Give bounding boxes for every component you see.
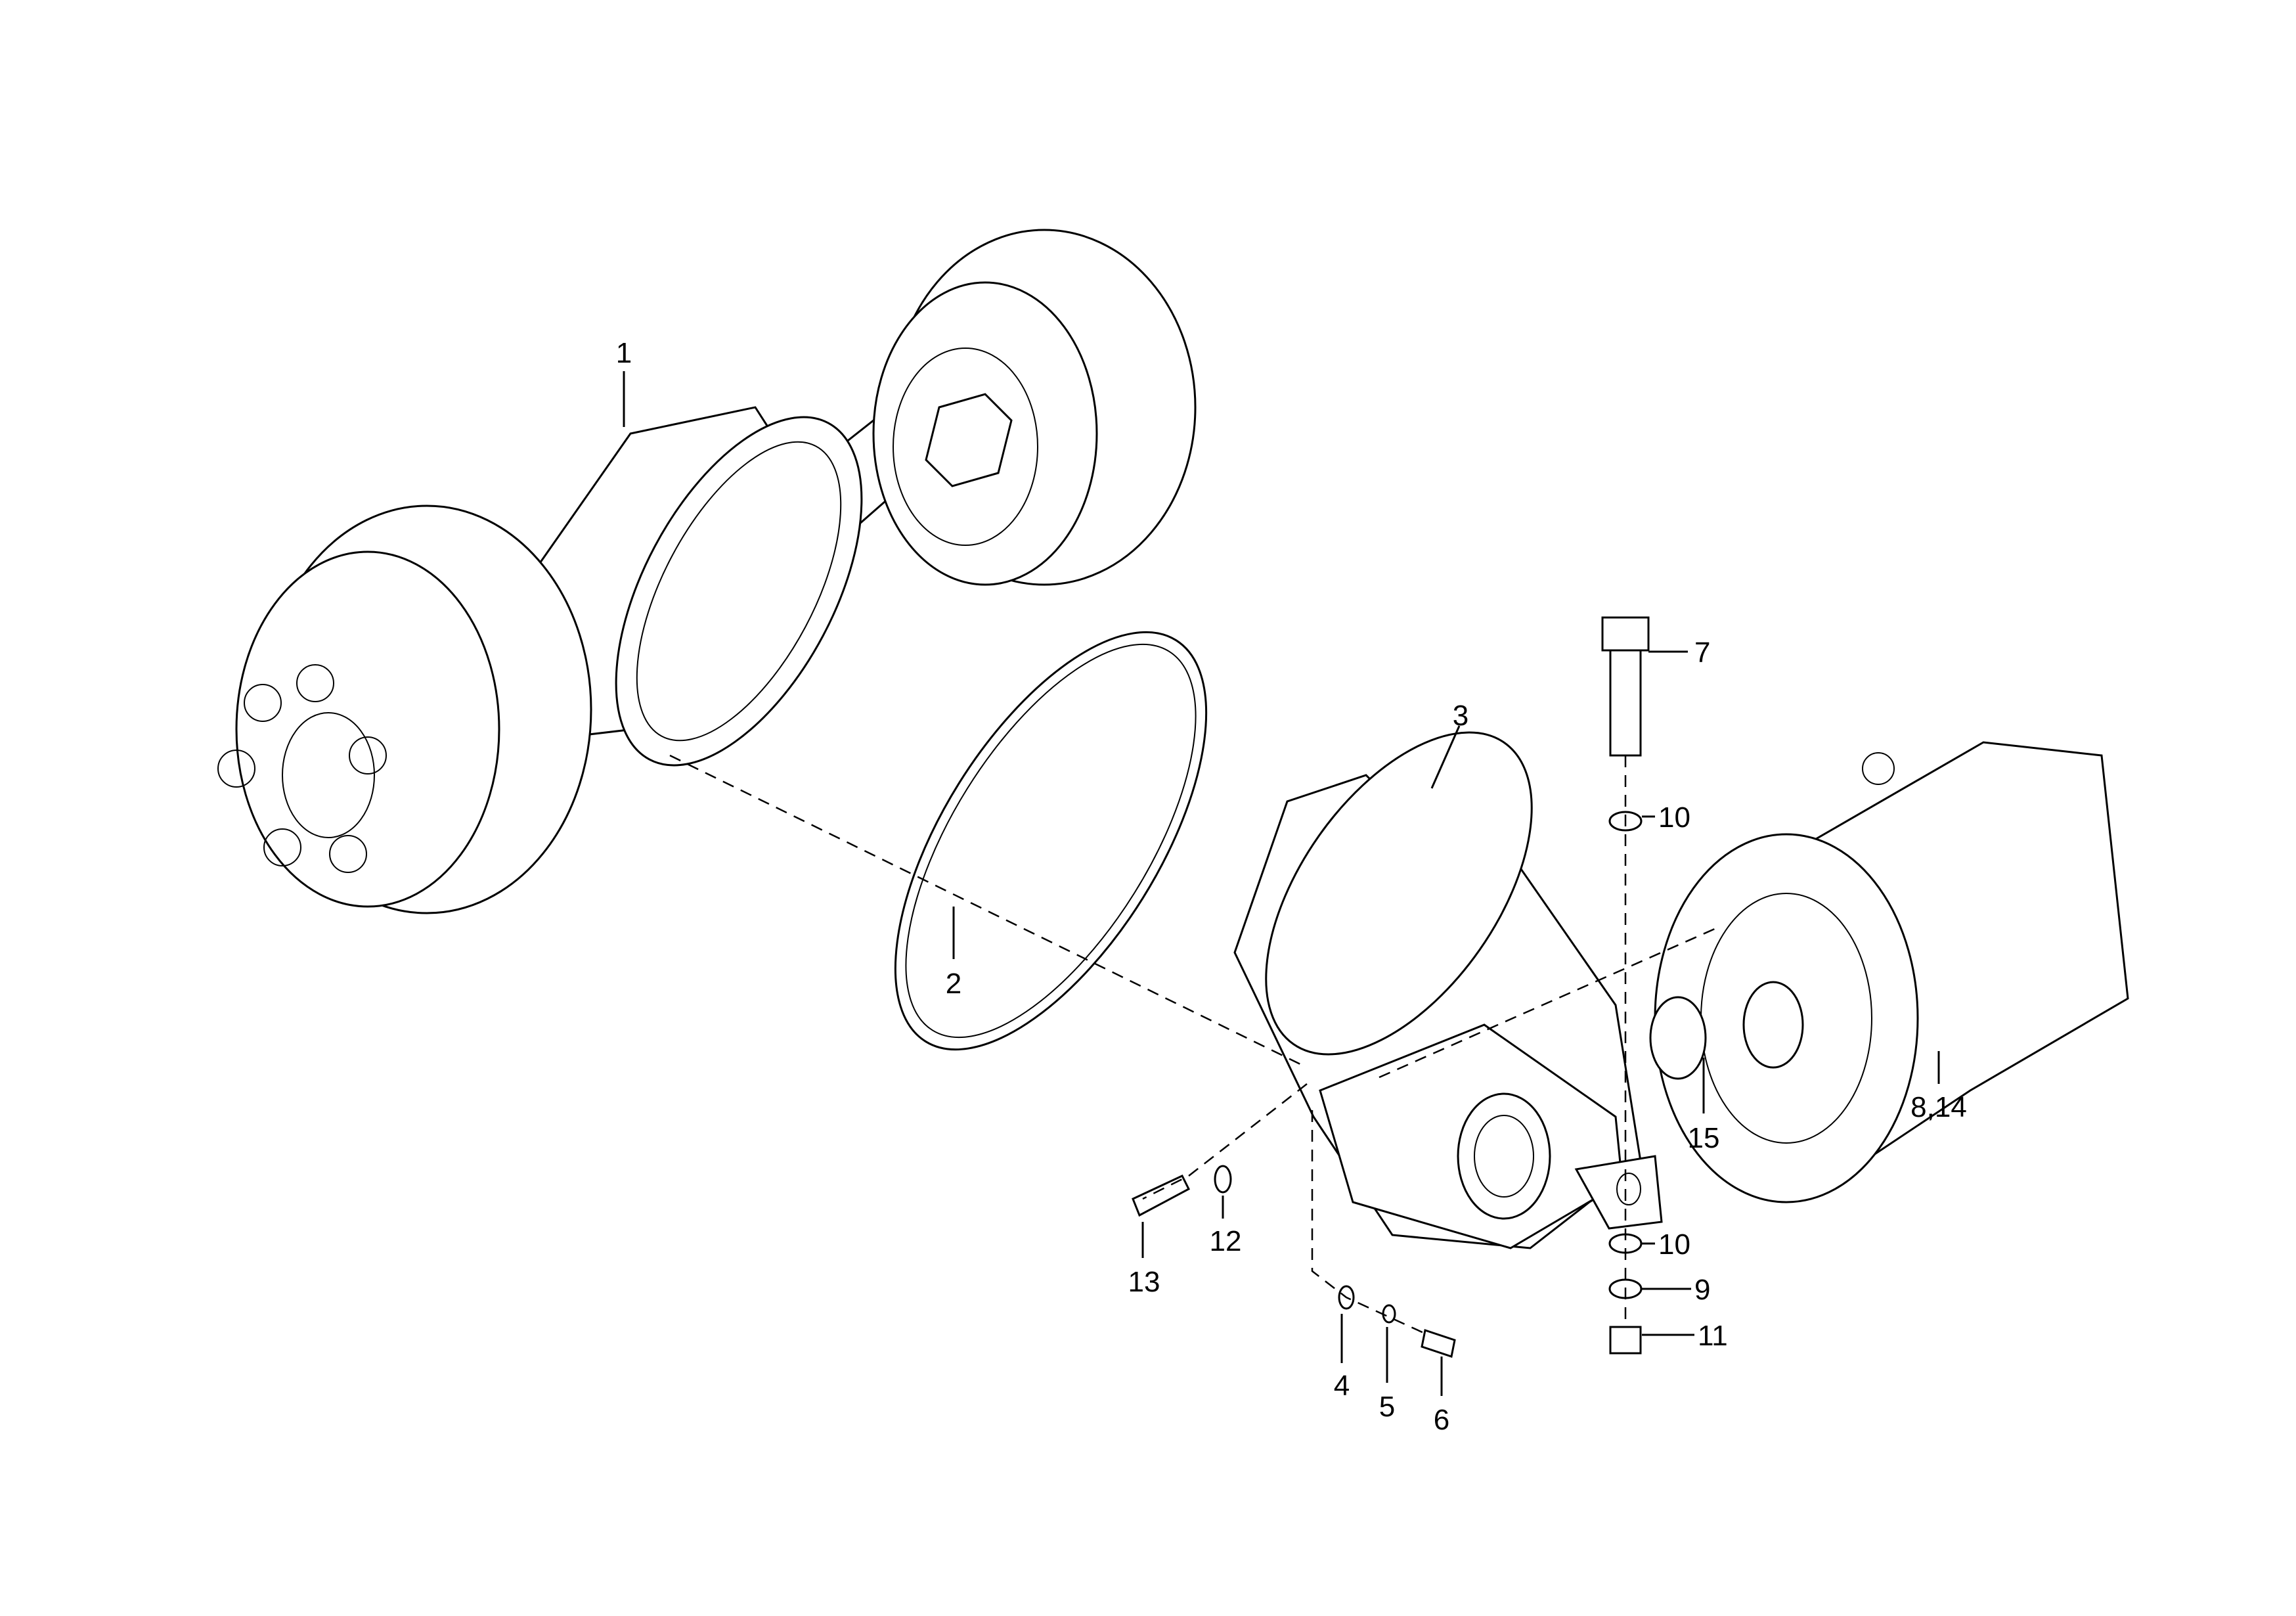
o-ring [1649,996,1707,1080]
callout-1: 1 [616,337,632,369]
gearbox [1233,731,1663,1249]
callout-15: 15 [1688,1122,1720,1154]
assembly-lines [669,754,1721,1335]
callout-5: 5 [1379,1391,1395,1423]
callout-13: 13 [1128,1266,1160,1298]
motor-spline-shaft [1742,981,1804,1069]
callout-11: 11 [1698,1320,1728,1352]
callout-2: 2 [946,968,961,1000]
callout-10-top: 10 [1658,801,1690,834]
axle-flange [615,416,863,767]
callout-10-bottom: 10 [1658,1228,1690,1261]
callout-3: 3 [1453,700,1468,732]
callout-12: 12 [1210,1225,1242,1257]
callout-8-14: 8,14 [1910,1091,1967,1123]
lock-washer-5 [1382,1304,1396,1324]
leader-lines [623,371,1940,1396]
bolt-13 [1132,1175,1190,1217]
nut-11 [1609,1326,1642,1355]
electric-motor [1654,741,2129,1203]
callout-7: 7 [1694,637,1710,669]
gearbox-flange [1265,731,1533,1056]
bolt-6 [1421,1329,1456,1358]
axle-housing [217,229,1197,914]
bolt-7 [1601,616,1650,757]
callout-4: 4 [1334,1370,1350,1402]
washer-12 [1214,1165,1232,1194]
callout-9: 9 [1694,1274,1710,1306]
gasket [894,631,1208,1051]
callout-6: 6 [1434,1404,1449,1436]
